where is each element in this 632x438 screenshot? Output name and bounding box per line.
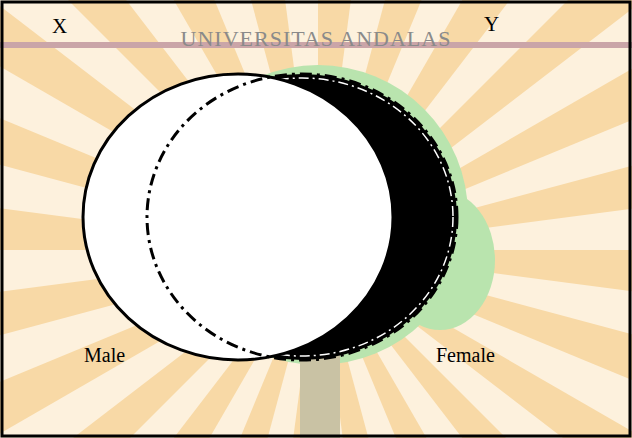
group-label-box: Male (84, 344, 125, 367)
set-label: Y (484, 12, 499, 36)
set-label-box: Y (484, 12, 499, 37)
female-outline-inner (151, 78, 453, 356)
group-label-box: Female (436, 344, 495, 367)
set-label-box: X (52, 14, 67, 39)
set-label: X (52, 14, 67, 38)
male-outline (83, 74, 393, 360)
group-label: Female (436, 344, 495, 366)
male-circle (83, 74, 393, 360)
group-label: Male (84, 344, 125, 366)
watermark-text: UNIVERSITAS ANDALAS (181, 26, 452, 51)
female-outline (147, 74, 457, 360)
watermark-text-box: UNIVERSITAS ANDALAS (181, 26, 452, 52)
